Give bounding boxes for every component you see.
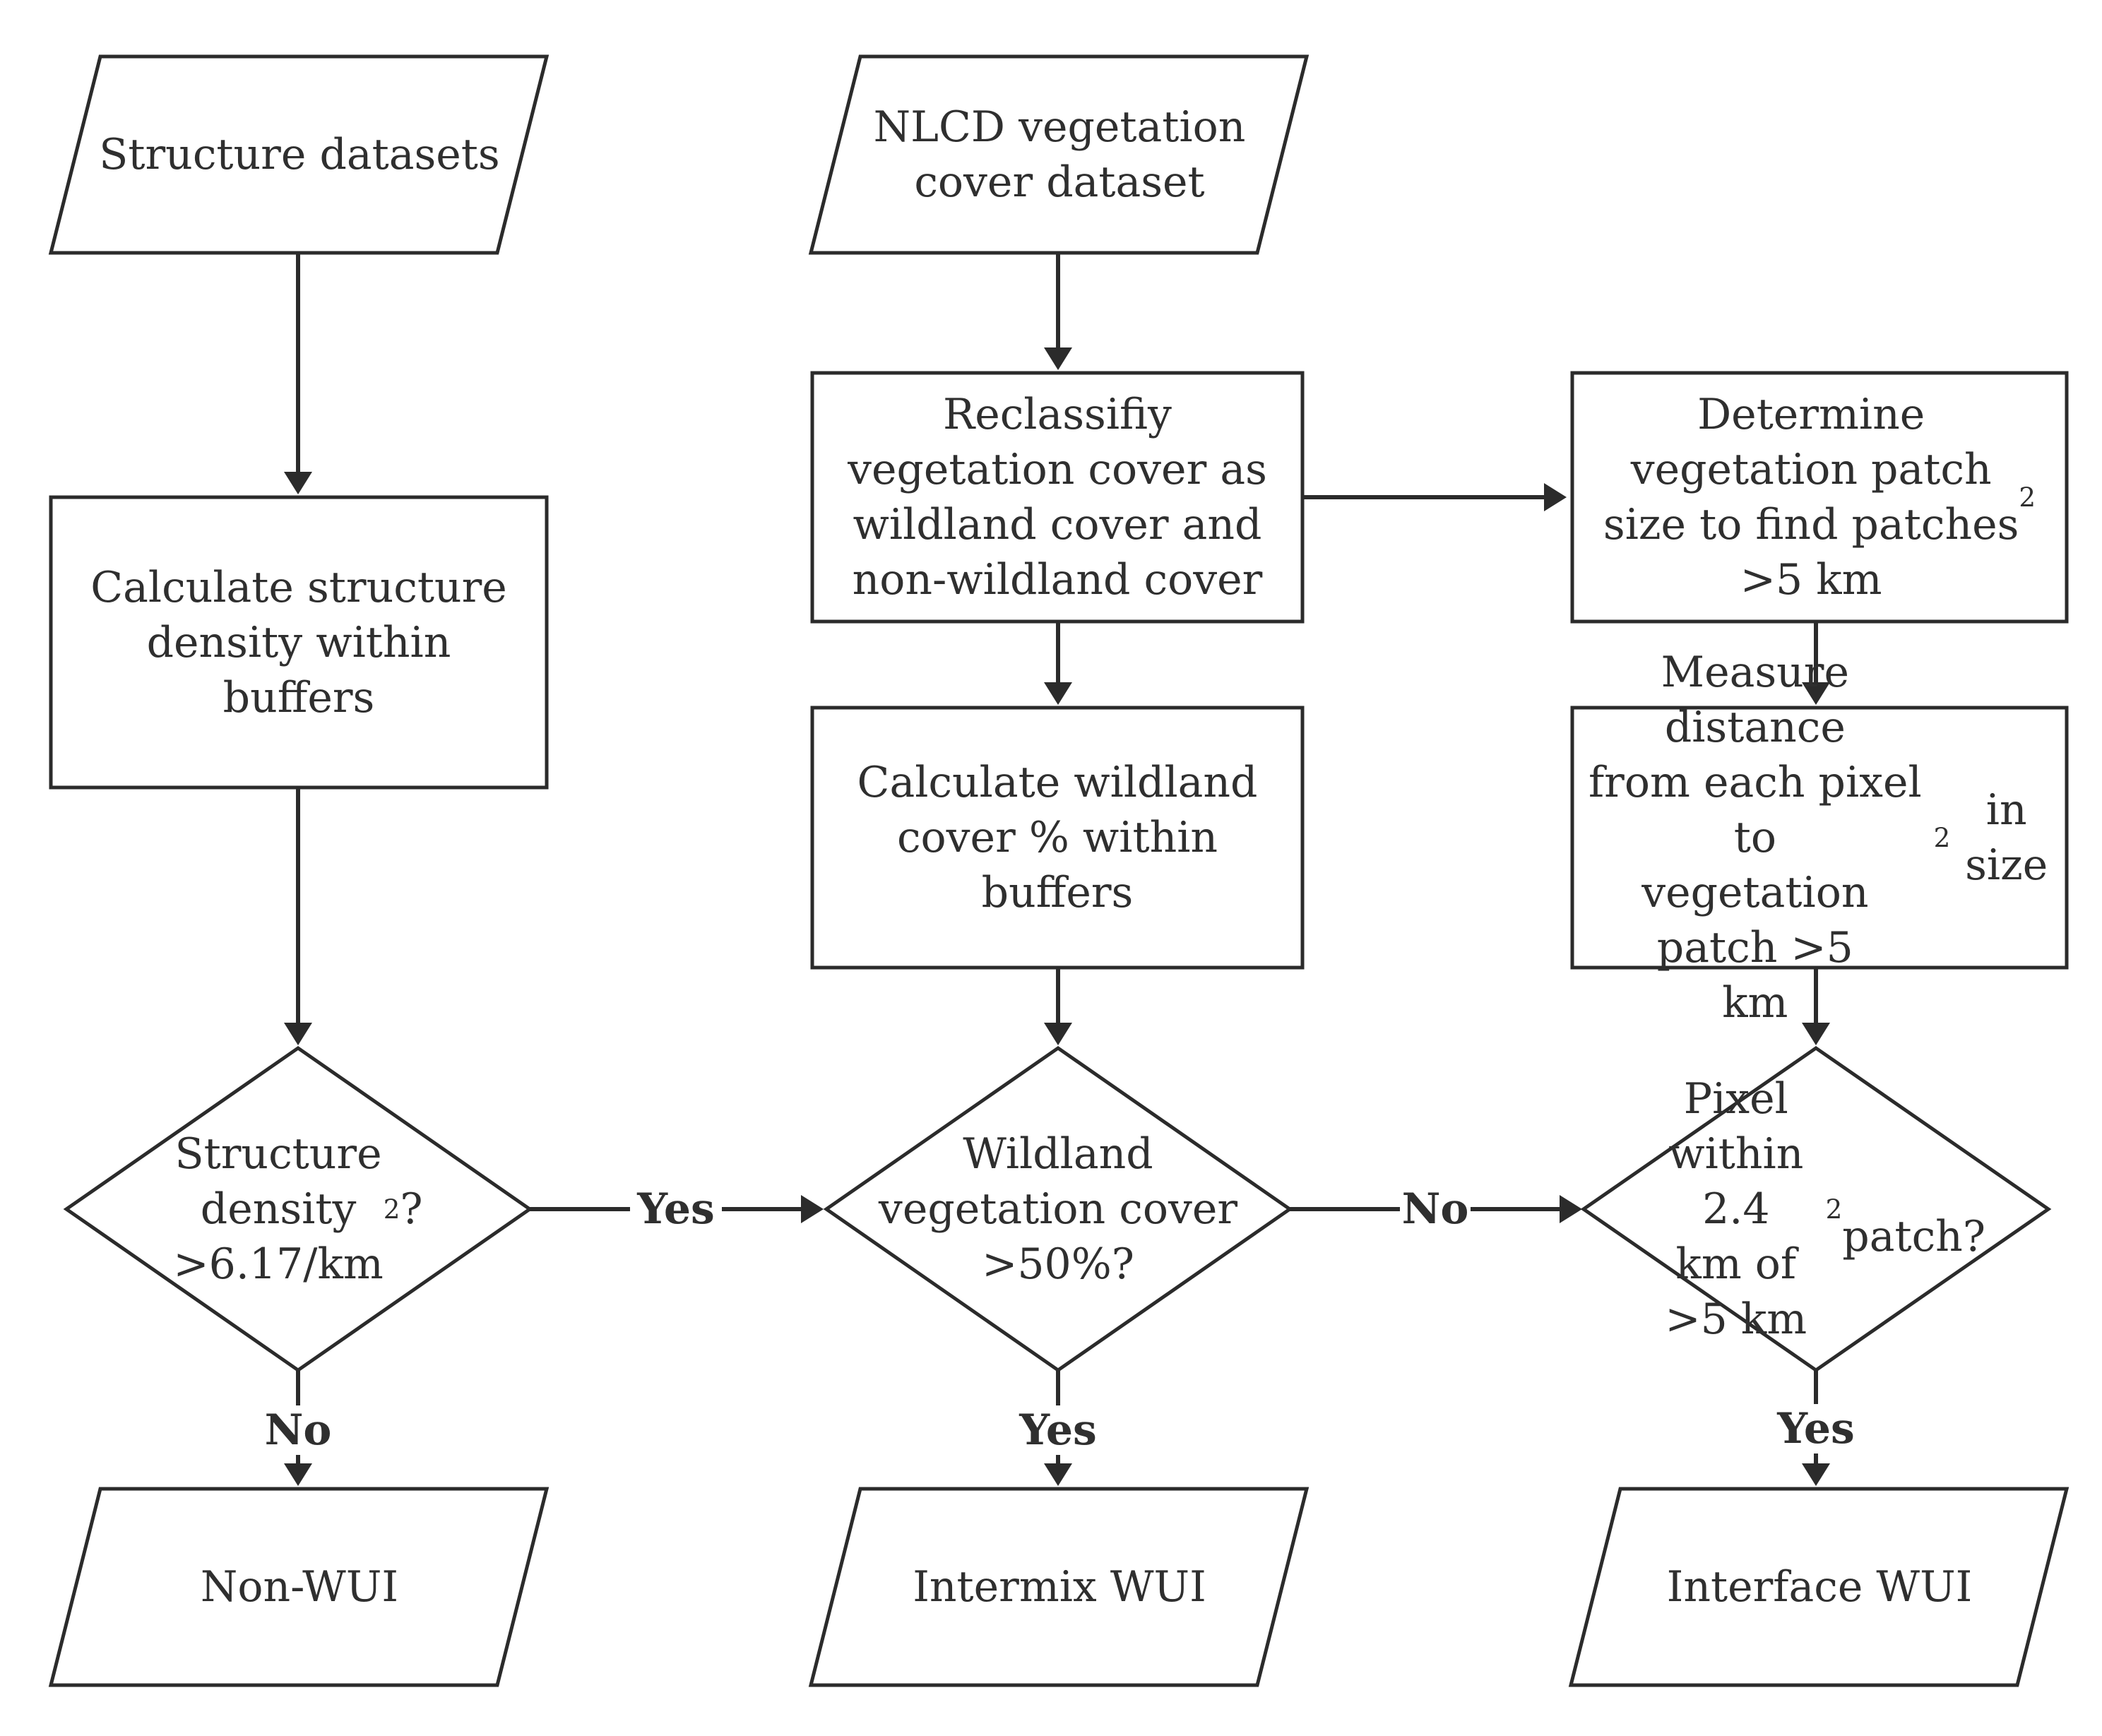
calc-structure-density-label: Calculate structure density within buffe…: [90, 562, 507, 723]
determine-patch-size-shape: [1570, 371, 2069, 624]
edge-label-wildland-no: No: [1400, 1184, 1471, 1234]
arrowhead: [1802, 1463, 1830, 1486]
interface-wui-label: Interface WUI: [1666, 1562, 1973, 1612]
arrowhead: [1560, 1195, 1582, 1223]
edge-label-pixel-yes: Yes: [1770, 1404, 1862, 1453]
structure-datasets-shape: [48, 54, 550, 255]
measure-distance-shape: [1570, 706, 2069, 970]
arrowhead: [284, 1463, 312, 1486]
arrowhead: [1802, 1023, 1830, 1045]
arrowhead: [284, 472, 312, 494]
calc-wildland-cover-label: Calculate wildland cover % within buffer…: [857, 758, 1258, 917]
decision-pixel-distance-shape: [1580, 1045, 2052, 1373]
arrowhead: [1044, 682, 1072, 705]
reclassify-vegetation-label: Reclassifiy vegetation cover as wildland…: [848, 390, 1267, 605]
reclassify-vegetation-shape: [810, 371, 1305, 624]
arrowhead: [1044, 1023, 1072, 1045]
measure-distance-label: Measure distance from each pixel to vege…: [1588, 648, 2048, 1028]
intermix-wui-shape: [808, 1487, 1310, 1687]
arrowhead: [284, 1023, 312, 1045]
calc-wildland-cover-shape: [810, 706, 1305, 970]
determine-patch-size-label: Determine vegetation patch size to find …: [1603, 390, 2036, 605]
decision-wildland-cover-shape: [823, 1045, 1293, 1373]
structure-datasets-label: Structure datasets: [99, 130, 500, 179]
arrowhead: [1544, 483, 1567, 511]
edge-label-density-no: No: [263, 1405, 333, 1455]
non-wui-label: Non-WUI: [200, 1562, 399, 1612]
calc-structure-density-shape: [49, 495, 549, 790]
edge-label-density-yes: Yes: [630, 1184, 722, 1234]
nlcd-dataset-label: NLCD vegetation cover dataset: [873, 102, 1246, 207]
decision-wildland-cover-label: Wildland vegetation cover >50%?: [878, 1129, 1238, 1289]
arrowhead: [1044, 347, 1072, 370]
intermix-wui-label: Intermix WUI: [913, 1562, 1206, 1612]
edge-label-wildland-yes: Yes: [1012, 1405, 1104, 1455]
nlcd-dataset-shape: [808, 54, 1310, 255]
arrowhead: [1802, 682, 1830, 705]
non-wui-shape: [48, 1487, 550, 1687]
decision-structure-density-shape: [63, 1045, 533, 1373]
arrowhead: [1044, 1463, 1072, 1486]
interface-wui-shape: [1568, 1487, 2070, 1687]
arrowhead: [801, 1195, 824, 1223]
